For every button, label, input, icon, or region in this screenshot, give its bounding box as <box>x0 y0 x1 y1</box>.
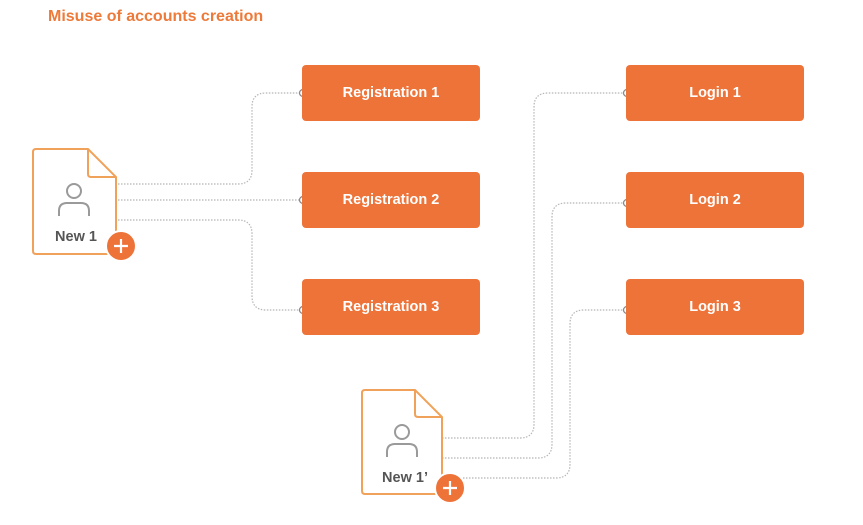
diagram-title: Misuse of accounts creation <box>48 8 264 25</box>
user-icon <box>58 183 90 216</box>
login-box-2: Login 2 <box>626 172 804 228</box>
registration-box-1: Registration 1 <box>302 65 480 121</box>
plus-circle-icon <box>434 472 466 504</box>
login-box-1: Login 1 <box>626 65 804 121</box>
connector-new1p-login1 <box>442 92 627 439</box>
user-icon <box>386 424 418 457</box>
account-card-new1: New 1 <box>32 148 137 262</box>
account-card-new1-prime: New 1’ <box>361 389 466 504</box>
account-label: New 1 <box>55 229 97 245</box>
plus-circle-icon <box>105 230 137 262</box>
account-label: New 1’ <box>382 470 428 486</box>
connector-new1-registration1 <box>118 92 303 185</box>
connector-new1p-login2 <box>442 202 627 459</box>
connector-new1-registration3 <box>118 219 303 311</box>
registration-box-3: Registration 3 <box>302 279 480 335</box>
login-box-3: Login 3 <box>626 279 804 335</box>
registration-box-2: Registration 2 <box>302 172 480 228</box>
